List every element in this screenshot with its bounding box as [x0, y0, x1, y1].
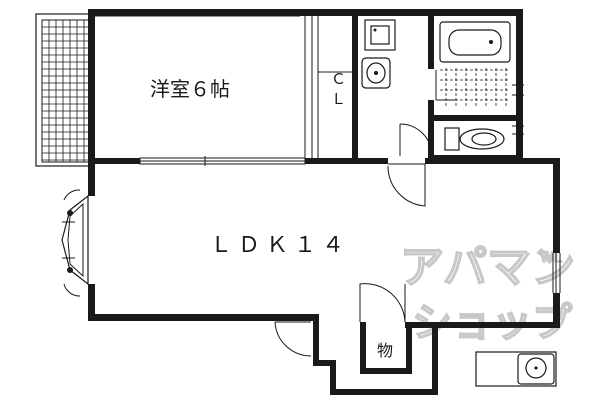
ldk-label: ＬＤＫ１４	[210, 233, 350, 258]
watermark-line1: アパマン	[400, 242, 575, 293]
door-ldk-top	[387, 163, 426, 207]
western-room-label: 洋室６帖	[150, 77, 230, 101]
wash-area	[361, 19, 433, 157]
closet-label-c: Ｃ	[331, 70, 346, 88]
closet-label-l: Ｌ	[331, 90, 346, 108]
kitchen-counter	[475, 351, 557, 387]
bathroom	[435, 21, 524, 108]
bay-window	[61, 189, 89, 297]
storage-label: 物	[377, 341, 393, 360]
entrance-door	[274, 283, 406, 357]
walls	[88, 9, 560, 395]
toilet	[444, 125, 524, 151]
bath-floor-grid	[440, 68, 510, 108]
balcony-grid	[41, 19, 92, 162]
window-ldk-right	[552, 253, 561, 293]
watermark-logo: アパマン ショップ WL	[399, 241, 576, 347]
watermark-side: WL	[540, 250, 562, 266]
balcony	[35, 13, 92, 167]
closet: Ｃ Ｌ	[304, 16, 352, 158]
sliding-door	[139, 156, 306, 166]
